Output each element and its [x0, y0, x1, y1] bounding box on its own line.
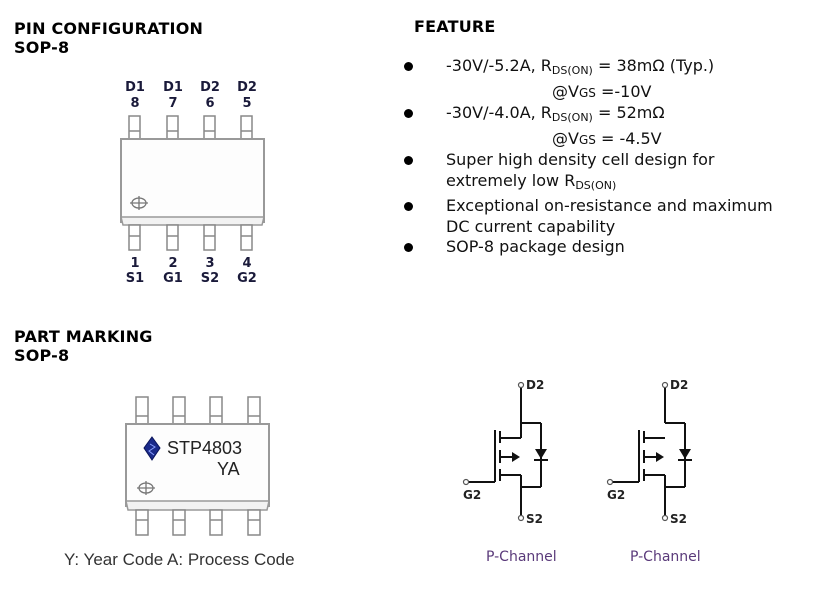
- pin-lead: [203, 224, 216, 251]
- bullet-icon: [404, 156, 413, 165]
- pin-name: D2: [237, 80, 257, 95]
- pin-number: 6: [205, 96, 215, 111]
- company-logo-icon: [143, 436, 161, 461]
- feature-item: -30V/-5.2A, RDS(ON) = 38mΩ (Typ.) @VGS =…: [404, 56, 814, 103]
- feature-item: Exceptional on-resistance and maximum DC…: [404, 196, 814, 237]
- bullet-icon: [404, 243, 413, 252]
- bullet-icon: [404, 109, 413, 118]
- part-number: STP4803: [167, 438, 243, 458]
- gate-label: G2: [607, 488, 626, 502]
- drain-label: D2: [526, 378, 545, 392]
- source-label: S2: [670, 512, 687, 526]
- pin-name: D1: [163, 80, 183, 95]
- pin-number: 8: [130, 96, 140, 111]
- channel-caption: P-Channel: [486, 549, 557, 565]
- pin-config-title: PIN CONFIGURATION: [14, 19, 204, 38]
- package-edge: [120, 216, 265, 226]
- pin-config-package: SOP-8: [14, 38, 70, 57]
- part-marking-package: SOP-8: [14, 346, 70, 365]
- pin-name: D2: [200, 80, 220, 95]
- pin-name: G2: [237, 271, 257, 286]
- bullet-icon: [404, 202, 413, 211]
- drain-label: D2: [670, 378, 689, 392]
- feature-list: -30V/-5.2A, RDS(ON) = 38mΩ (Typ.) @VGS =…: [404, 56, 814, 258]
- part-marking-title: PART MARKING: [14, 327, 153, 346]
- pin-lead: [128, 224, 141, 251]
- pin-name: G1: [163, 271, 183, 286]
- pin-lead: [240, 224, 253, 251]
- pin-number: 4: [242, 256, 252, 271]
- pin-name: S2: [200, 271, 220, 286]
- feature-title: FEATURE: [414, 17, 496, 36]
- gate-label: G2: [463, 488, 482, 502]
- pin-lead: [166, 224, 179, 251]
- source-label: S2: [526, 512, 543, 526]
- pin-number: 5: [242, 96, 252, 111]
- channel-caption: P-Channel: [630, 549, 701, 565]
- feature-item: Super high density cell design for extre…: [404, 150, 814, 196]
- feature-item: SOP-8 package design: [404, 237, 814, 258]
- bullet-icon: [404, 62, 413, 71]
- pin-name: S1: [125, 271, 145, 286]
- pin-number: 2: [168, 256, 178, 271]
- feature-item: -30V/-4.0A, RDS(ON) = 52mΩ @VGS = -4.5V: [404, 103, 814, 150]
- date-code: YA: [217, 459, 240, 479]
- pin-name: D1: [125, 80, 145, 95]
- pin-number: 1: [130, 256, 140, 271]
- pin-number: 7: [168, 96, 178, 111]
- pin-number: 3: [205, 256, 215, 271]
- marking-caption: Y: Year Code A: Process Code: [64, 550, 295, 569]
